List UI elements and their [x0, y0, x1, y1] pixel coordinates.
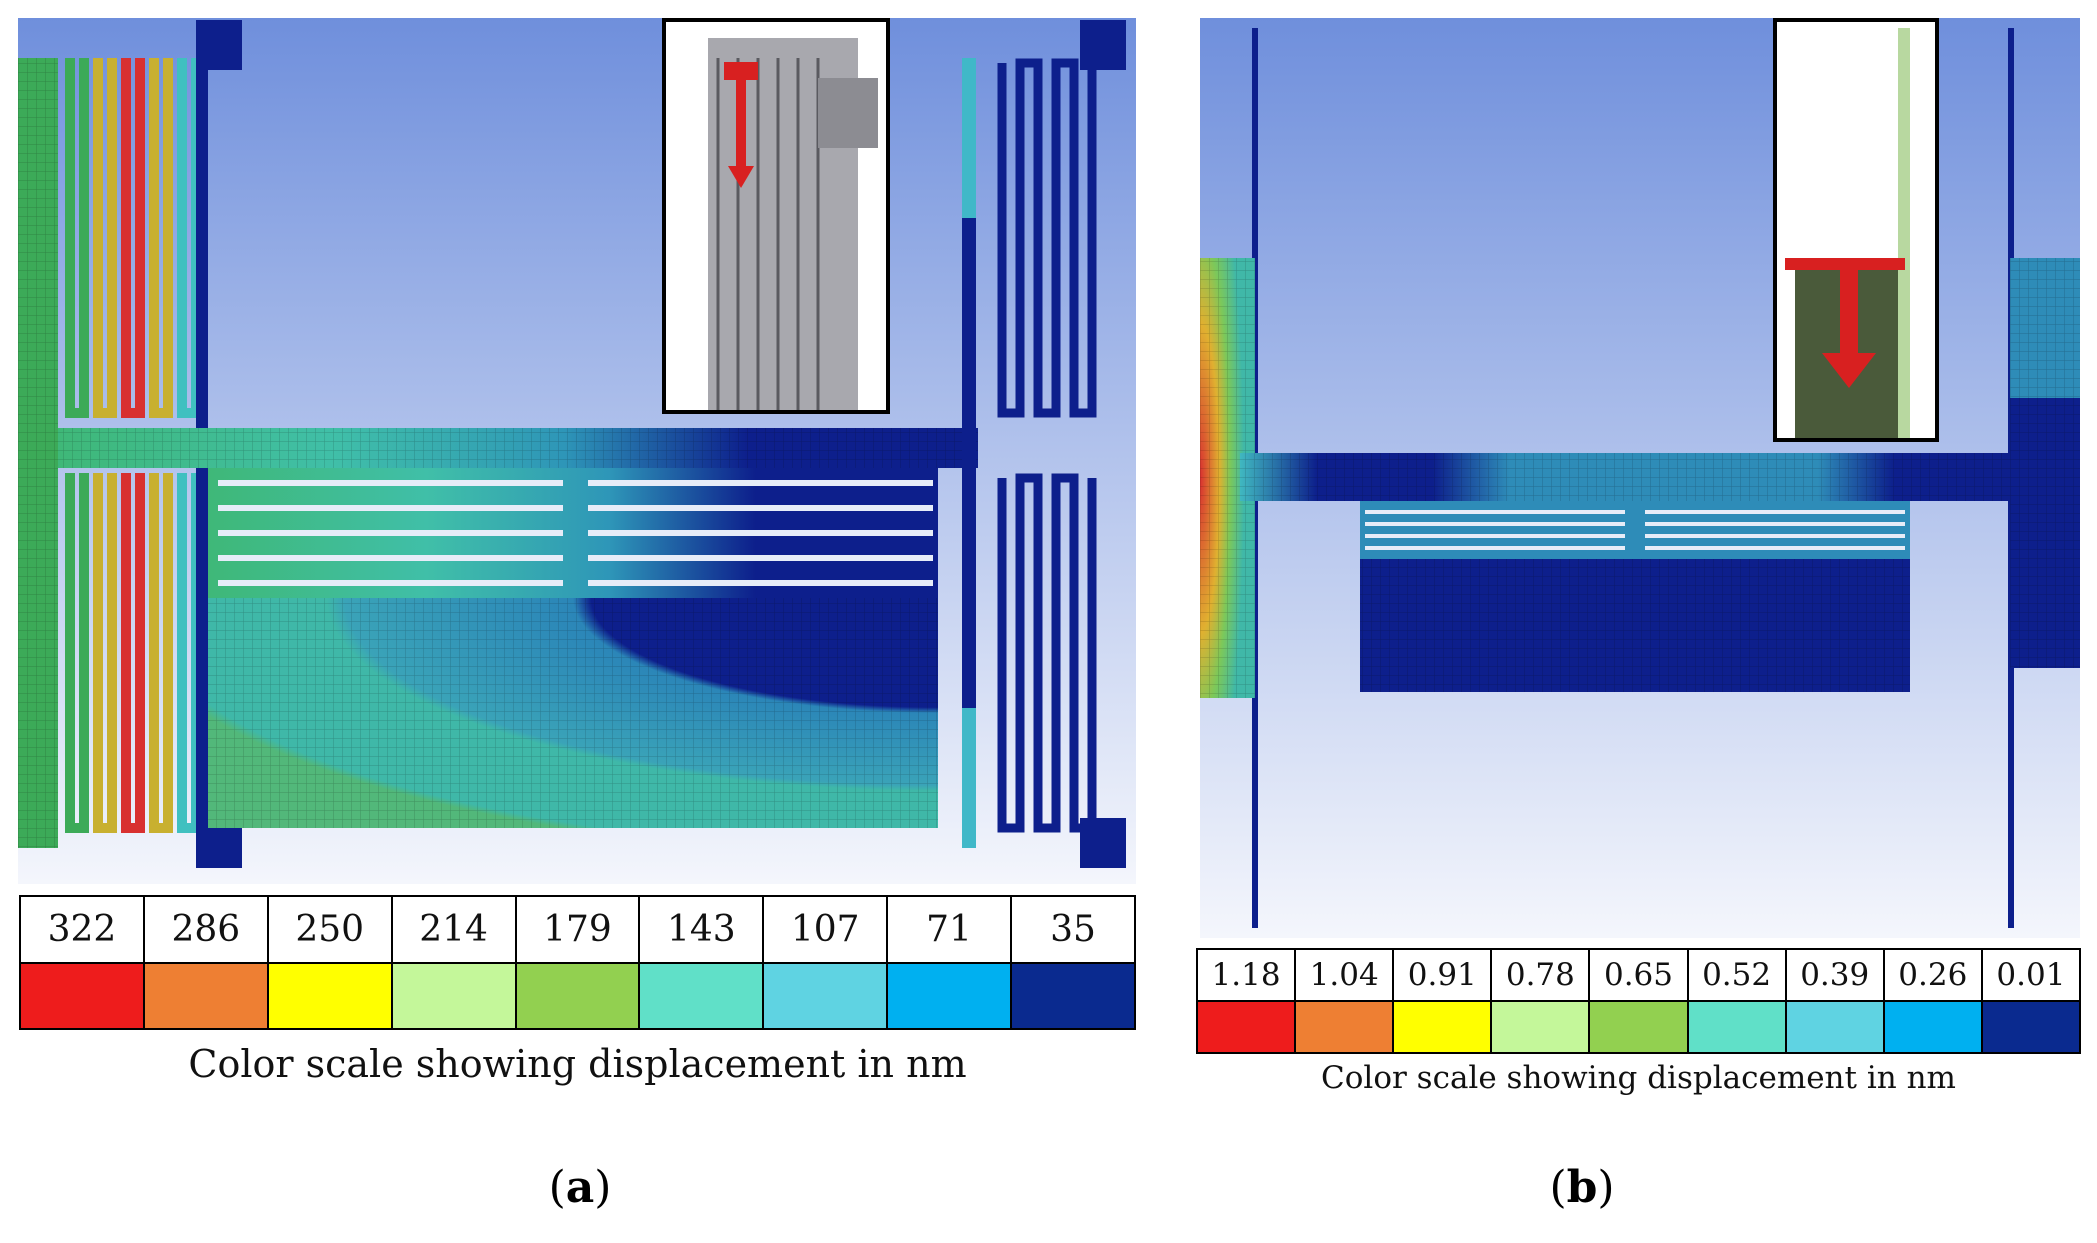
panel-label-a-letter: a: [565, 1162, 595, 1213]
mesh-render-a: [18, 18, 1136, 884]
scale-swatch: [142, 961, 269, 1030]
scale-swatch: [638, 961, 765, 1030]
scale-value: 0.91: [1392, 948, 1493, 1002]
scale-value: 1.18: [1195, 948, 1297, 1002]
scale-value: 107: [762, 895, 889, 964]
caption-b: Color scale showing displacement in nm: [1321, 1060, 1956, 1096]
scale-swatch: [514, 961, 641, 1030]
panel-label-a: (a): [548, 1162, 612, 1213]
scale-value: 179: [514, 895, 641, 964]
scale-value: 35: [1010, 895, 1136, 964]
panel-a: 322 286 250 214 179 143 107 71 35: [18, 18, 1136, 1213]
scale-swatch: [1195, 1000, 1297, 1054]
scale-value: 71: [886, 895, 1012, 964]
scale-swatch: [1588, 1000, 1689, 1054]
color-scale-b: 1.18 1.04 0.91 0.78 0.65 0.52 0.39 0.26 …: [1195, 948, 2082, 1054]
scale-swatch: [886, 961, 1012, 1030]
scale-value: 0.65: [1588, 948, 1689, 1002]
comb-fingers-a: [208, 468, 938, 598]
scale-swatch: [1882, 1000, 1983, 1054]
scale-swatch: [1010, 961, 1136, 1030]
comb-fingers-b: [1360, 501, 1910, 559]
scale-swatch: [1392, 1000, 1493, 1054]
left-spring-lower-a: [65, 473, 201, 833]
mesh-render-b: [1200, 18, 2080, 938]
color-scale-a: 322 286 250 214 179 143 107 71 35: [19, 895, 1136, 1030]
panel-label-b: (b): [1549, 1162, 1615, 1213]
scale-value: 250: [266, 895, 393, 964]
scale-swatch: [390, 961, 517, 1030]
scale-value: 143: [638, 895, 765, 964]
fem-simulation-a: [18, 18, 1136, 884]
scale-swatch: [762, 961, 889, 1030]
panel-label-b-letter: b: [1566, 1162, 1598, 1213]
panel-b: 1.18 1.04 0.91 0.78 0.65 0.52 0.39 0.26 …: [1150, 0, 2097, 1243]
left-comb-a: [18, 58, 58, 848]
scale-swatch: [1784, 1000, 1885, 1054]
scale-swatch: [1980, 1000, 2082, 1054]
fem-simulation-b: [1200, 18, 2080, 938]
scale-swatch: [1294, 1000, 1395, 1054]
right-springs-a: [997, 58, 1097, 833]
scale-value: 1.04: [1294, 948, 1395, 1002]
scale-value: 0.52: [1686, 948, 1787, 1002]
caption-a: Color scale showing displacement in nm: [188, 1042, 967, 1086]
inset-3d-b: [1773, 18, 1939, 442]
scale-value: 0.39: [1784, 948, 1885, 1002]
scale-value: 214: [390, 895, 517, 964]
scale-value: 0.78: [1490, 948, 1591, 1002]
right-connector-a: [962, 58, 976, 848]
inset-3d-a: [662, 18, 890, 414]
scale-value: 0.01: [1980, 948, 2082, 1002]
scale-swatch: [1686, 1000, 1787, 1054]
scale-swatch: [19, 961, 145, 1030]
scale-value: 0.26: [1882, 948, 1983, 1002]
scale-swatch: [1490, 1000, 1591, 1054]
scale-value: 322: [19, 895, 145, 964]
scale-value: 286: [142, 895, 269, 964]
scale-swatch: [266, 961, 393, 1030]
